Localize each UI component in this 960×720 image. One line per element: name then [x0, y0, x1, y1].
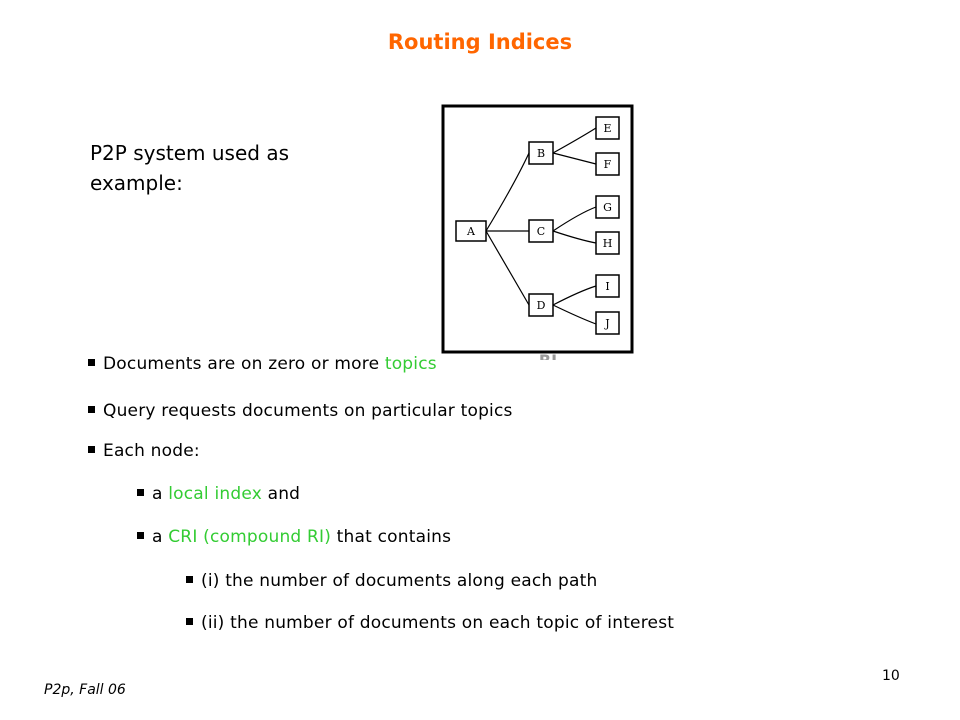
node-a-label: A: [466, 225, 476, 238]
bullet-3: Each node:: [88, 441, 200, 461]
node-c-label: C: [537, 225, 545, 238]
network-diagram: A B C D E F G H I J RI: [430, 98, 640, 360]
bullet-1-highlight: topics: [384, 354, 437, 374]
bullet-marker: [186, 618, 193, 625]
node-g-box: [595, 195, 620, 219]
node-b-label: B: [537, 147, 545, 160]
bullet-4-tail: and: [261, 484, 301, 504]
footer-course-label: P2p, Fall 06: [44, 682, 126, 698]
bullet-4-highlight: local index: [168, 484, 262, 504]
edge-d-i: [552, 285, 597, 306]
node-e-box: [595, 116, 620, 140]
node-a-box: [455, 220, 487, 242]
bullet-7: (ii) the number of documents on each top…: [186, 613, 674, 633]
diagram-caption: RI: [539, 351, 557, 360]
intro-text: P2P system used as example:: [90, 141, 289, 195]
bullet-marker: [186, 576, 193, 583]
network-diagram-svg: A B C D E F G H I J RI: [441, 104, 634, 360]
node-c-box: [528, 219, 554, 243]
node-f-box: [595, 152, 620, 176]
bullet-4: a local index and: [137, 484, 300, 504]
bullet-5-text: a: [152, 527, 169, 547]
edge-b-f: [552, 152, 597, 165]
bullet-6-text: (i) the number of documents along each p…: [201, 571, 598, 591]
bullet-marker: [137, 532, 144, 539]
bullet-2-text: Query requests documents on particular t…: [103, 401, 513, 421]
bullet-4-text: a: [152, 484, 169, 504]
bullet-marker: [88, 359, 95, 366]
edge-c-h: [552, 230, 597, 244]
node-h-label: H: [603, 237, 613, 250]
edge-d-j: [552, 304, 597, 325]
bullet-marker: [88, 446, 95, 453]
bullet-1-text: Documents are on zero or more: [103, 354, 385, 374]
edge-a-d: [485, 230, 530, 306]
node-g-label: G: [603, 201, 612, 214]
bullet-5-tail: that contains: [331, 527, 452, 547]
edge-c-g: [552, 206, 597, 232]
bullet-marker: [137, 489, 144, 496]
bullet-5-highlight: CRI (compound RI): [168, 527, 332, 547]
bullet-3-text: Each node:: [103, 441, 200, 461]
bullet-5: a CRI (compound RI) that contains: [137, 527, 451, 547]
diagram-edges: [485, 127, 597, 325]
bullet-1: Documents are on zero or more topics: [88, 354, 437, 374]
node-e-label: E: [603, 122, 611, 135]
node-b-box: [528, 141, 554, 165]
bullet-marker: [88, 406, 95, 413]
edge-b-e: [552, 127, 597, 154]
diagram-nodes: [455, 116, 620, 335]
bullet-2: Query requests documents on particular t…: [88, 401, 513, 421]
slide-title: Routing Indices: [387, 30, 573, 54]
node-i-box: [595, 274, 620, 298]
node-i-label: I: [605, 280, 609, 293]
page-number: 10: [882, 668, 900, 684]
node-j-label: J: [604, 317, 609, 330]
node-j-box: [595, 311, 620, 335]
bullet-6: (i) the number of documents along each p…: [186, 571, 597, 591]
diagram-labels: A B C D E F G H I J: [466, 122, 612, 330]
node-d-box: [528, 293, 554, 317]
bullet-7-text: (ii) the number of documents on each top…: [201, 613, 675, 633]
node-f-label: F: [604, 158, 612, 171]
node-h-box: [595, 231, 620, 255]
edge-a-b: [485, 152, 530, 232]
node-d-label: D: [537, 299, 546, 312]
diagram-frame: [441, 104, 634, 354]
